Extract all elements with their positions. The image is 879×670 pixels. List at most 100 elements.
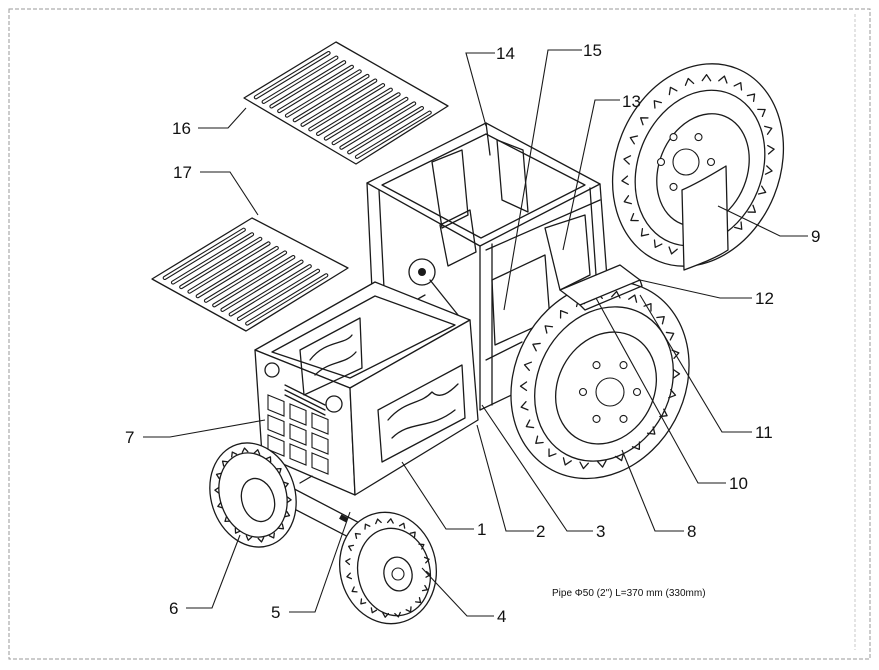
tread-lug [757, 185, 767, 195]
tread-lug [394, 611, 401, 618]
tread-lug [764, 125, 773, 135]
callout-5: 5 [271, 603, 280, 622]
tread-lug [425, 570, 431, 578]
tread-lug [351, 586, 358, 593]
grille-slot-16-inner [270, 61, 346, 108]
tread-lug [409, 531, 416, 538]
tread-lug [519, 381, 528, 392]
tread-lug [360, 598, 367, 605]
grille-slot-16-inner [309, 84, 385, 131]
tread-lug [231, 451, 238, 458]
grille-slots-16 [253, 50, 432, 159]
front-grille-cell [267, 394, 285, 417]
tread-lug [245, 535, 253, 541]
leader-lines [143, 49, 808, 617]
grille-slot-17-inner [172, 233, 254, 284]
front-grille-cell [267, 414, 285, 437]
tread-lug [579, 461, 589, 470]
tread-lug [653, 239, 663, 248]
tread-lug [257, 536, 265, 543]
tread-lug [562, 457, 572, 466]
tread-lug [277, 523, 285, 530]
tread-lug [718, 75, 728, 84]
tread-lug [523, 361, 533, 371]
tread-lug [405, 606, 412, 613]
grille-slot-17-inner [163, 228, 245, 279]
callout-6: 6 [169, 599, 178, 618]
front-grille-cell [289, 423, 307, 446]
bolt-hole [669, 182, 678, 191]
tread-lug [767, 144, 775, 155]
callout-16: 16 [172, 119, 191, 138]
tread-lug [559, 310, 569, 319]
bolt-hole [669, 133, 678, 142]
pipe-note: Pipe Φ50 (2") L=370 mm (330mm) [552, 588, 706, 599]
callout-2: 2 [536, 522, 545, 541]
front-grille-cell [267, 434, 285, 457]
tread-lug [241, 447, 249, 454]
tread-lug [382, 612, 390, 618]
callout-15: 15 [583, 41, 602, 60]
tread-lug [354, 532, 361, 539]
bolt-hole [592, 414, 601, 423]
tread-lug [275, 467, 282, 474]
tread-lug [764, 165, 773, 175]
tractor-cab [366, 122, 608, 411]
tread-lug [671, 349, 680, 359]
tread-lug [375, 518, 382, 525]
tread-lug [757, 108, 766, 118]
grille-slot-16-inner [278, 65, 353, 113]
tread-lug [214, 486, 220, 494]
tread-lug [284, 510, 291, 518]
grille-slot-17-inner [246, 274, 328, 325]
front-grille-cell [311, 412, 329, 435]
callout-10: 10 [729, 474, 748, 493]
grille-slot-17-inner [213, 256, 295, 307]
grille-slot-16-inner [324, 93, 400, 140]
tread-lug [630, 212, 639, 222]
callout-14: 14 [496, 44, 515, 63]
callout-8: 8 [687, 522, 696, 541]
tread-lug [747, 204, 757, 213]
tread-lug [597, 460, 607, 468]
front-grille-cell [311, 452, 329, 475]
rear-left-wheel [611, 63, 785, 271]
tread-lug [628, 294, 638, 303]
grille-slot-16-inner [285, 70, 361, 117]
tread-lug [623, 195, 632, 205]
grille-slot-16-inner [301, 79, 377, 126]
rear-right-wheel [510, 280, 690, 480]
tread-lug [629, 135, 639, 145]
tread-lug [746, 93, 756, 102]
grille-slot-17-inner [229, 265, 311, 316]
tread-lug [221, 460, 229, 467]
tread-lug [665, 331, 675, 341]
tread-lug [544, 325, 554, 334]
grille-slot-16-inner [340, 102, 416, 149]
tread-front-left [214, 447, 292, 543]
front-grille-cell [289, 443, 307, 466]
grille-slot-16-inner [293, 74, 369, 122]
callout-labels: 16 17 14 15 13 9 12 11 10 8 3 2 1 7 6 5 … [125, 41, 820, 626]
tread-lug [659, 408, 668, 418]
part-17-grille-panel [151, 217, 349, 332]
tread-lug [345, 558, 351, 566]
grille-slot-16-inner [254, 52, 330, 99]
bolt-hole [656, 157, 666, 167]
tread-lug [217, 501, 224, 509]
bolt-hole [619, 414, 628, 423]
tread-lug [535, 435, 544, 444]
tread-lug [621, 175, 629, 186]
callout-7: 7 [125, 428, 134, 447]
engine-hood-body [254, 281, 479, 496]
front-grille-cell [289, 403, 307, 426]
callout-4: 4 [497, 607, 506, 626]
bolt-holes-rear-right [578, 361, 642, 423]
tread-lug [415, 597, 422, 604]
tread-lug [418, 543, 425, 550]
tread-front-right [345, 518, 431, 618]
callout-1: 1 [477, 520, 486, 539]
tread-lug [656, 316, 665, 325]
tread-lug [348, 544, 355, 552]
